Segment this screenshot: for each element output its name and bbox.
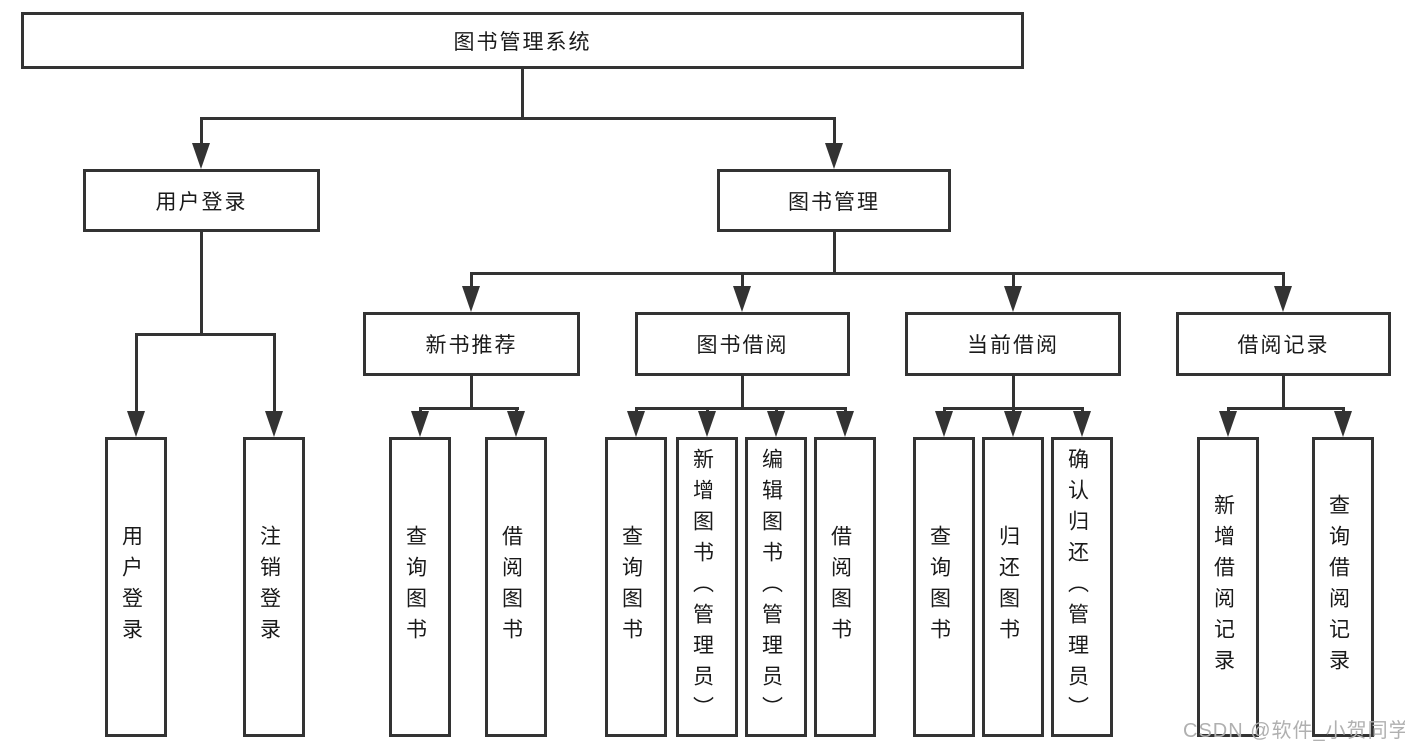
- leaf-confirm-return-admin: 确认归还（管理员）: [1051, 437, 1113, 737]
- node-root: 图书管理系统: [21, 12, 1024, 69]
- arrowhead-level3: [733, 286, 751, 312]
- arrowhead-level3: [1004, 286, 1022, 312]
- leaf-label: 查询借阅记录: [1326, 494, 1350, 680]
- node-book-borrow: 图书借阅: [635, 312, 850, 376]
- connector-rail: [419, 407, 519, 410]
- connector-drop-level3: [470, 272, 473, 290]
- arrowhead-leaf: [698, 411, 716, 437]
- leaf-label: 查询图书: [619, 525, 643, 649]
- connector-rail: [635, 407, 847, 410]
- leaf-label: 查询图书: [403, 525, 427, 649]
- leaf-query-borrow-record: 查询借阅记录: [1312, 437, 1374, 737]
- arrowhead-leaf: [1004, 411, 1022, 437]
- connector-stem: [1282, 376, 1285, 410]
- arrowhead-user-login: [192, 143, 210, 169]
- connector-book-management-stem: [833, 232, 836, 275]
- connector-stem: [1012, 376, 1015, 410]
- node-root-label: 图书管理系统: [453, 30, 592, 54]
- leaf-label: 借阅图书: [499, 525, 523, 649]
- arrowhead-leaf: [411, 411, 429, 437]
- leaf-label: 注销登录: [257, 525, 281, 649]
- arrowhead-leaf: [935, 411, 953, 437]
- arrowhead-leaf: [507, 411, 525, 437]
- leaf-query-books-borrow: 查询图书: [605, 437, 667, 737]
- arrowhead-leaf: [127, 411, 145, 437]
- leaf-borrow-books: 借阅图书: [814, 437, 876, 737]
- connector-drop-leaf: [135, 333, 138, 415]
- leaf-add-books-admin: 新增图书（管理员）: [676, 437, 738, 737]
- arrowhead-leaf: [836, 411, 854, 437]
- csdn-watermark: CSDN @软件_小贺同学: [1183, 720, 1405, 742]
- arrowhead-leaf: [627, 411, 645, 437]
- arrowhead-leaf: [1073, 411, 1091, 437]
- connector-user-login-rail: [135, 333, 276, 336]
- node-borrow-records-label: 借阅记录: [1237, 334, 1330, 357]
- connector-drop-level3: [1012, 272, 1015, 290]
- leaf-label: 借阅图书: [828, 525, 852, 649]
- arrowhead-leaf: [265, 411, 283, 437]
- node-book-management-label: 图书管理: [788, 190, 880, 214]
- leaf-label: 归还图书: [996, 525, 1020, 649]
- arrowhead-leaf: [1334, 411, 1352, 437]
- leaf-label: 编辑图书（管理员）: [759, 447, 783, 727]
- leaf-query-books-current: 查询图书: [913, 437, 975, 737]
- connector-user-login-stem: [200, 232, 203, 336]
- connector-stem: [470, 376, 473, 410]
- connector-drop-leaf: [273, 333, 276, 415]
- node-current-borrow-label: 当前借阅: [967, 334, 1059, 357]
- leaf-logout: 注销登录: [243, 437, 305, 737]
- leaf-label: 查询图书: [927, 525, 951, 649]
- arrowhead-level3: [462, 286, 480, 312]
- connector-drop-level3: [1282, 272, 1285, 290]
- arrowhead-book-management: [825, 143, 843, 169]
- connector-level3-rail: [470, 272, 1284, 275]
- node-borrow-records: 借阅记录: [1176, 312, 1391, 376]
- node-user-login: 用户登录: [83, 169, 320, 232]
- leaf-label: 新增借阅记录: [1211, 494, 1235, 680]
- arrowhead-level3: [1274, 286, 1292, 312]
- arrowhead-leaf: [1219, 411, 1237, 437]
- node-new-book-recommend-label: 新书推荐: [425, 334, 518, 357]
- connector-stem: [741, 376, 744, 410]
- leaf-query-books-recommend: 查询图书: [389, 437, 451, 737]
- connector-root-stem: [521, 69, 524, 119]
- connector-drop-book-management: [833, 117, 836, 147]
- leaf-label: 用户登录: [119, 525, 143, 649]
- connector-drop-user-login: [200, 117, 203, 147]
- connector-drop-level3: [741, 272, 744, 290]
- leaf-label: 新增图书（管理员）: [690, 447, 714, 727]
- connector-rail: [1227, 407, 1345, 410]
- leaf-edit-books-admin: 编辑图书（管理员）: [745, 437, 807, 737]
- node-user-login-label: 用户登录: [155, 190, 248, 214]
- node-book-borrow-label: 图书借阅: [696, 334, 789, 357]
- leaf-borrow-books-recommend: 借阅图书: [485, 437, 547, 737]
- node-current-borrow: 当前借阅: [905, 312, 1121, 376]
- arrowhead-leaf: [767, 411, 785, 437]
- leaf-add-borrow-record: 新增借阅记录: [1197, 437, 1259, 737]
- leaf-label: 确认归还（管理员）: [1065, 447, 1089, 727]
- connector-level2-rail: [200, 117, 836, 120]
- node-book-management: 图书管理: [717, 169, 951, 232]
- leaf-return-books: 归还图书: [982, 437, 1044, 737]
- leaf-user-login: 用户登录: [105, 437, 167, 737]
- node-new-book-recommend: 新书推荐: [363, 312, 580, 376]
